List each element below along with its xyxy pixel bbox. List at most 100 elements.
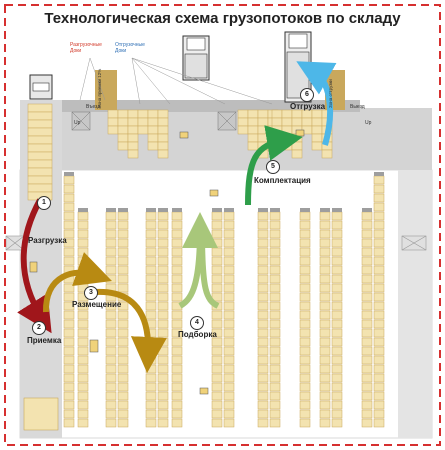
storage-rack-cell [157, 229, 169, 239]
storage-rack-cell [269, 373, 281, 383]
storage-rack-cell [319, 391, 331, 401]
storage-rack-cell [157, 256, 169, 266]
arrow-picking-2 [199, 229, 220, 309]
storage-rack-cell [269, 364, 281, 374]
storage-rack-cell [269, 265, 281, 275]
dock-rack-cell [247, 109, 259, 119]
storage-rack-cell [331, 310, 343, 320]
storage-rack-cell [223, 337, 235, 347]
storage-rack-cell [223, 400, 235, 410]
storage-rack-cell [373, 175, 385, 185]
storage-rack-cell [299, 256, 311, 266]
dock-rack-cell [257, 117, 269, 127]
dock-rack-cell [247, 117, 259, 127]
step-3-marker: 3 [84, 286, 98, 300]
dock-rack-cell [137, 125, 149, 135]
storage-rack-cell [331, 364, 343, 374]
storage-rack-cell [373, 202, 385, 212]
storage-rack-cell [319, 229, 331, 239]
storage-rack-cell [145, 247, 157, 257]
storage-rack-cell [211, 319, 223, 329]
storage-rack-cell [319, 400, 331, 410]
storage-rack-cell [63, 229, 75, 239]
storage-rack-cell [361, 373, 373, 383]
rack-cap [300, 208, 310, 212]
dock-rack-cell [247, 141, 259, 151]
storage-rack-cell [63, 184, 75, 194]
storage-rack-cell [117, 319, 129, 329]
step-5-label: Комплектация [254, 176, 311, 185]
storage-rack-cell [269, 310, 281, 320]
storage-rack-cell [117, 274, 129, 284]
shipping-zone-label: Зона отгрузки [328, 79, 333, 108]
storage-rack-cell [361, 220, 373, 230]
storage-rack-cell [257, 391, 269, 401]
dock-rack-cell [117, 141, 129, 151]
storage-rack-cell [269, 292, 281, 302]
storage-rack-cell [157, 247, 169, 257]
storage-rack-cell [223, 373, 235, 383]
storage-rack-cell [331, 238, 343, 248]
storage-rack-cell [361, 409, 373, 419]
storage-rack-cell [171, 364, 183, 374]
storage-rack-cell [361, 355, 373, 365]
dock-rack-cell [147, 133, 159, 143]
dock-rack-cell [311, 133, 323, 143]
step-1-marker: 1 [37, 196, 51, 210]
storage-rack-cell [257, 211, 269, 221]
storage-rack-cell [331, 256, 343, 266]
storage-rack-cell [269, 283, 281, 293]
storage-rack-cell [63, 418, 75, 428]
storage-rack-cell [299, 373, 311, 383]
storage-rack-cell [319, 274, 331, 284]
storage-rack-cell [257, 409, 269, 419]
storage-rack-cell [63, 301, 75, 311]
storage-rack-cell [77, 301, 89, 311]
step-4-label: Подборка [178, 330, 217, 339]
storage-rack-cell [373, 409, 385, 419]
storage-rack-cell [299, 283, 311, 293]
storage-rack-cell [117, 382, 129, 392]
dock-rack-cell [127, 149, 139, 159]
storage-rack-cell [117, 256, 129, 266]
dock-rack-cell [157, 149, 169, 159]
storage-rack-cell [171, 373, 183, 383]
storage-rack-cell [105, 373, 117, 383]
storage-rack-cell [211, 247, 223, 257]
dock-rack-cell [127, 133, 139, 143]
storage-rack-cell [257, 265, 269, 275]
storage-rack-cell [105, 265, 117, 275]
storage-rack-cell [63, 337, 75, 347]
dock-rack-cell [257, 125, 269, 135]
storage-rack-cell [211, 355, 223, 365]
storage-rack-cell [331, 346, 343, 356]
storage-rack-cell [361, 256, 373, 266]
storage-rack-cell [117, 337, 129, 347]
storage-rack-cell [331, 265, 343, 275]
storage-rack-cell [63, 238, 75, 248]
storage-rack-cell [223, 265, 235, 275]
storage-rack-cell [63, 292, 75, 302]
storage-rack-cell [373, 211, 385, 221]
storage-rack-cell [77, 319, 89, 329]
storage-rack-cell [373, 229, 385, 239]
storage-rack-cell [77, 391, 89, 401]
storage-rack-cell [373, 364, 385, 374]
storage-rack-cell [257, 220, 269, 230]
storage-rack-cell [331, 355, 343, 365]
dock-rack-cell [107, 125, 119, 135]
storage-rack-cell [373, 292, 385, 302]
rack-cap [332, 208, 342, 212]
storage-rack-cell [223, 211, 235, 221]
storage-rack-cell [223, 355, 235, 365]
storage-rack-cell [157, 310, 169, 320]
storage-rack-cell [77, 355, 89, 365]
storage-rack-cell [299, 346, 311, 356]
storage-rack-cell [299, 409, 311, 419]
storage-rack-cell [223, 256, 235, 266]
dock-rack-cell [117, 109, 129, 119]
storage-rack-cell [331, 373, 343, 383]
storage-rack-cell [331, 292, 343, 302]
storage-rack-cell [117, 346, 129, 356]
dock-rack-cell [281, 125, 293, 135]
